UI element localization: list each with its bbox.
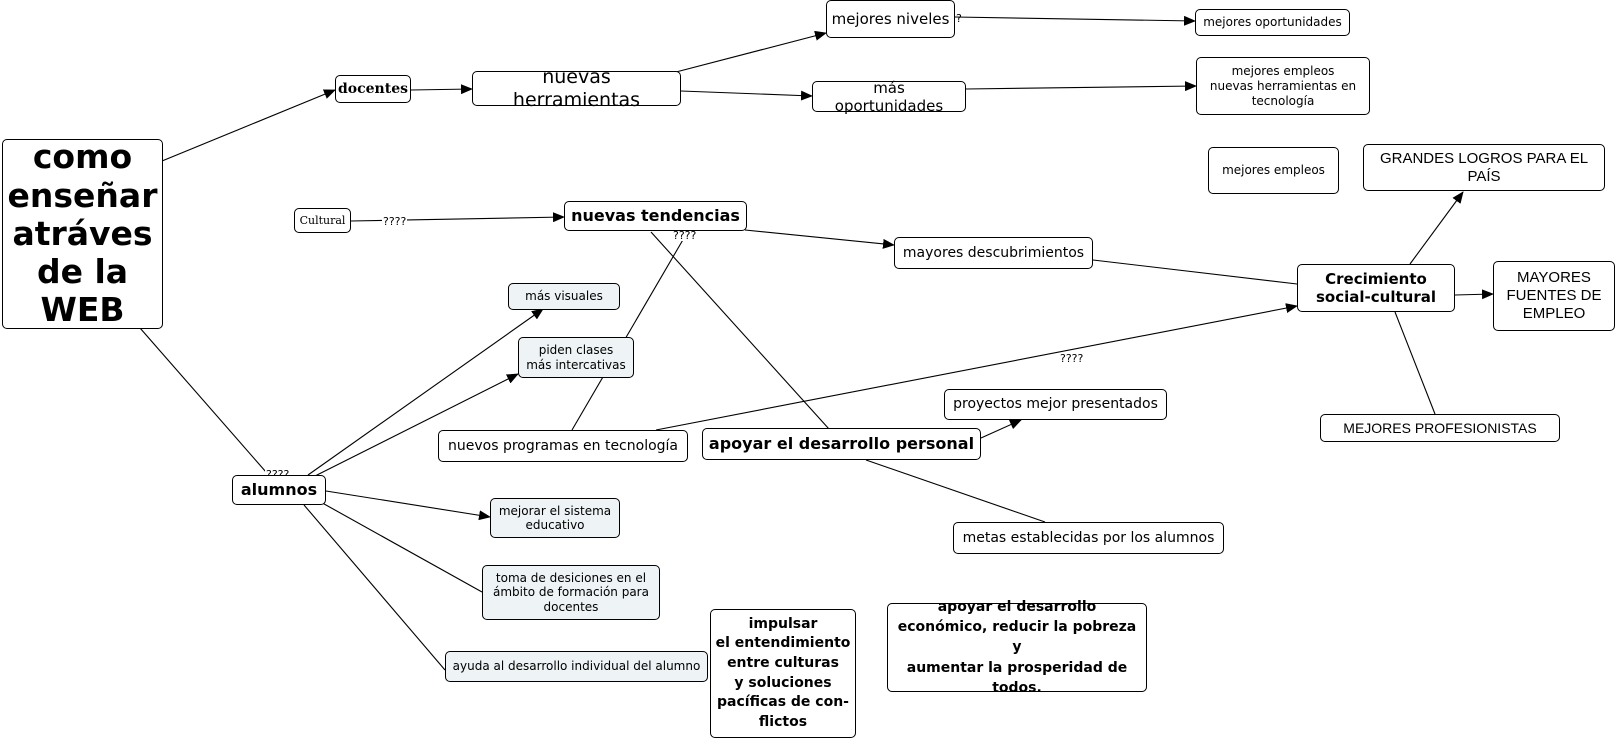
edge-crecimiento-fuentes [1454, 289, 1494, 300]
edge-masoportunidades-empleos [965, 81, 1197, 92]
edge-alumnos-piden [312, 373, 519, 478]
edge-label-programas-crecimiento: ???? [1059, 352, 1085, 365]
nuevas-tendencias-node[interactable]: nuevas tendencias [564, 201, 747, 231]
edge-apoyar-proyectos [980, 419, 1022, 439]
mejores-empleos-nuevas-node[interactable]: mejores empleos nuevas herramientas en t… [1196, 57, 1370, 115]
edge-label-root-alumnos: ???? [265, 469, 291, 480]
mas-oportunidades-node[interactable]: más oportunidades [812, 79, 966, 115]
alumnos-node[interactable]: alumnos [232, 475, 326, 505]
root-concept-node[interactable]: como enseñar atráves de la WEB [2, 138, 163, 329]
ayuda-desarrollo-node[interactable]: ayuda al desarrollo individual del alumn… [445, 651, 708, 682]
edge-apoyar-metas [865, 459, 1046, 523]
mejores-niveles-node[interactable]: mejores niveles [826, 0, 955, 38]
edge-label-tendencias: ???? [672, 229, 698, 242]
edge-root-alumnos [139, 327, 267, 473]
edge-crecimiento-logros [1409, 191, 1464, 265]
nuevas-herramientas-node[interactable]: nuevas herramientas [472, 66, 681, 111]
mejores-empleos-node[interactable]: mejores empleos [1208, 147, 1339, 194]
nuevos-programas-node[interactable]: nuevos programas en tecnología [438, 430, 688, 462]
crecimiento-node[interactable]: Crecimiento social-cultural [1297, 264, 1455, 312]
edge-descubrimientos-crecimiento [1092, 259, 1298, 285]
cultural-node[interactable]: Cultural [294, 208, 351, 233]
mejorar-sistema-node[interactable]: mejorar el sistema educativo [490, 498, 620, 538]
grandes-logros-node[interactable]: GRANDES LOGROS PARA EL PAÍS [1363, 144, 1605, 191]
edge-alumnos-visuales [307, 308, 544, 476]
apoyar-desarrollo-economico-node[interactable]: apoyar el desarrollo económico, reducir … [887, 599, 1147, 696]
edge-alumnos-toma [316, 499, 483, 593]
edge-tendencias-descubrimientos [744, 229, 895, 249]
edge-herramientas-masoportunidades [680, 90, 813, 101]
piden-clases-node[interactable]: piden clases más intercativas [518, 337, 634, 378]
docentes-node[interactable]: docentes [335, 75, 411, 103]
edge-tendencias-programas [571, 237, 685, 431]
impulsar-node[interactable]: impulsar el entendimiento entre culturas… [710, 609, 856, 738]
edge-programas-crecimiento [655, 303, 1298, 431]
edge-root-docentes [161, 89, 336, 162]
edge-label-cultural-tendencias: ???? [382, 215, 408, 228]
edge-alumnos-mejorar [325, 490, 491, 521]
edge-crecimiento-profesionistas [1394, 311, 1436, 415]
edge-niveles-oportunidades [954, 15, 1196, 26]
edge-docentes-herramientas [410, 84, 473, 95]
toma-desiciones-node[interactable]: toma de desiciones en el ámbito de forma… [482, 565, 660, 620]
mas-visuales-node[interactable]: más visuales [508, 283, 620, 310]
mejores-oportunidades-node[interactable]: mejores oportunidades [1195, 9, 1350, 36]
mayores-descubrimientos-node[interactable]: mayores descubrimientos [894, 237, 1093, 269]
mejores-profesionistas-node[interactable]: MEJORES PROFESIONISTAS [1320, 414, 1560, 442]
edge-alumnos-ayuda [303, 504, 446, 671]
mayores-fuentes-node[interactable]: MAYORES FUENTES DE EMPLEO [1493, 261, 1615, 331]
apoyar-desarrollo-personal-node[interactable]: apoyar el desarrollo personal [702, 428, 981, 460]
metas-node[interactable]: metas establecidas por los alumnos [953, 522, 1224, 554]
edge-label-niveles: ? [956, 12, 962, 25]
edge-tendencias-apoyar [650, 231, 830, 430]
edge-herramientas-niveles [675, 30, 827, 73]
proyectos-node[interactable]: proyectos mejor presentados [944, 389, 1167, 420]
